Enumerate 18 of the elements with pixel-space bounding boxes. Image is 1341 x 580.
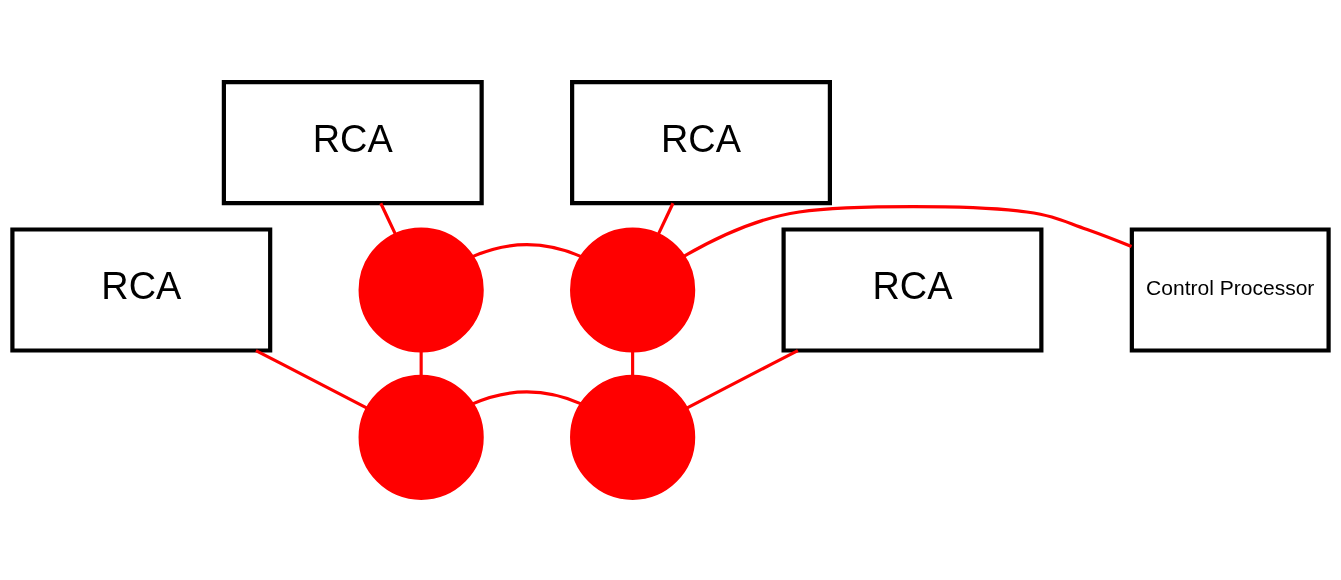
node-box: RCA bbox=[221, 80, 484, 206]
node-box: RCA bbox=[781, 227, 1044, 353]
connector bbox=[631, 350, 635, 377]
connector bbox=[685, 349, 799, 410]
connector bbox=[682, 205, 1133, 258]
node-box: Control Processor bbox=[1129, 227, 1331, 353]
node-box: RCA bbox=[10, 227, 273, 353]
connector bbox=[471, 243, 583, 259]
node-box: RCA bbox=[570, 80, 832, 206]
node-circle bbox=[570, 374, 696, 500]
node-circle bbox=[358, 374, 484, 500]
connector bbox=[379, 202, 398, 236]
connector bbox=[419, 350, 423, 377]
connector bbox=[656, 202, 675, 236]
connector bbox=[471, 390, 583, 406]
connector bbox=[255, 349, 369, 410]
node-circle bbox=[570, 227, 696, 353]
node-circle bbox=[358, 227, 484, 353]
